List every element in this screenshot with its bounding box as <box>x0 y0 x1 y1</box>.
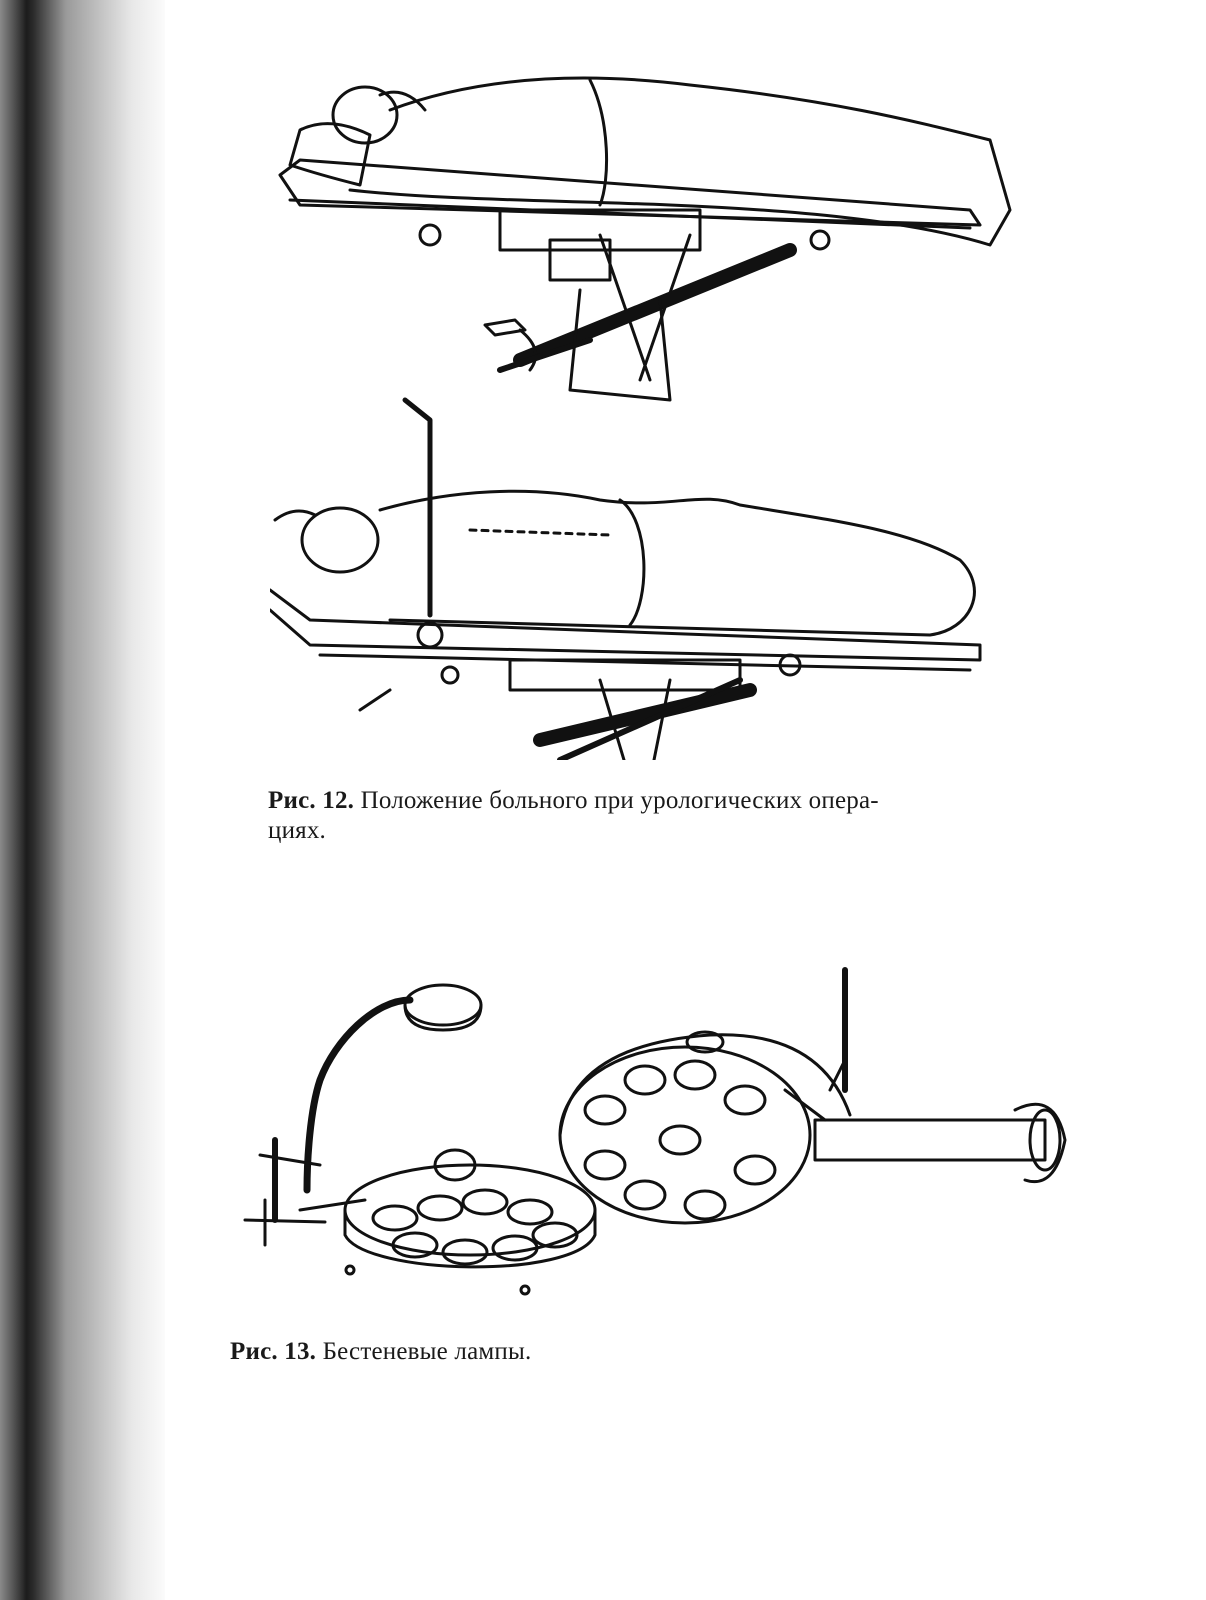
figure-12-caption-line1: Положение больного при урологических опе… <box>360 787 879 814</box>
figure-12-caption-line2: циях. <box>268 817 327 844</box>
figure-12-illustration <box>270 60 1030 760</box>
figure-12-top-patient <box>278 76 1012 402</box>
figure-13-caption-text: Бестеневые лампы. <box>322 1338 532 1365</box>
figure-12-bottom-patient <box>270 397 982 760</box>
figure-13-caption: Рис. 13. Бестеневые лампы. <box>230 1337 531 1367</box>
figure-12-label: Рис. 12. <box>268 787 355 814</box>
figure-13-right-lamp <box>558 967 1067 1225</box>
figure-13-left-lamp <box>243 983 597 1296</box>
figure-13-illustration <box>225 960 1085 1320</box>
figure-13-label: Рис. 13. <box>230 1338 317 1365</box>
figure-12-caption: Рис. 12. Положение больного при урологич… <box>268 786 879 846</box>
page-binding-gutter <box>0 0 165 1600</box>
